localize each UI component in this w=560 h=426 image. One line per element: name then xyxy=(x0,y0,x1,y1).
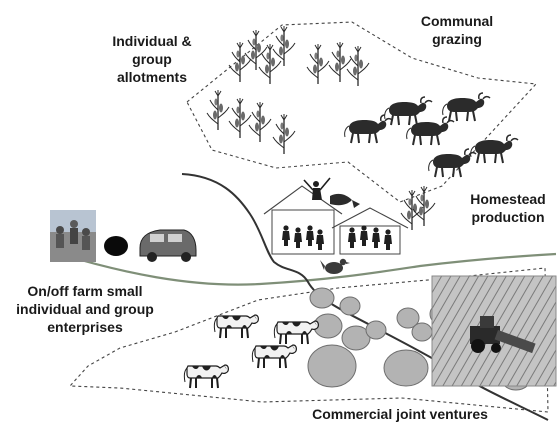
tractor-field-icon xyxy=(432,276,556,386)
label-line: allotments xyxy=(92,68,212,86)
homestead-icon xyxy=(264,178,408,274)
label-line: On/off farm small xyxy=(6,282,164,300)
label-commercial-joint-ventures: Commercial joint ventures xyxy=(290,405,510,423)
label-line: individual and group xyxy=(6,300,164,318)
label-individual-group-allotments: Individual & group allotments xyxy=(92,32,212,86)
label-enterprises: On/off farm small individual and group e… xyxy=(6,282,164,336)
label-communal-grazing: Communal grazing xyxy=(412,12,502,48)
enterprise-icon xyxy=(50,210,196,262)
label-line: enterprises xyxy=(6,318,164,336)
dairy-cattle xyxy=(184,315,318,388)
label-line: Homestead xyxy=(458,190,558,208)
label-line: Individual & xyxy=(92,32,212,50)
label-line: group xyxy=(92,50,212,68)
label-line: production xyxy=(458,208,558,226)
label-line: grazing xyxy=(412,30,502,48)
label-homestead-production: Homestead production xyxy=(458,190,558,226)
label-line: Communal xyxy=(412,12,502,30)
grazing-cattle xyxy=(345,93,518,177)
